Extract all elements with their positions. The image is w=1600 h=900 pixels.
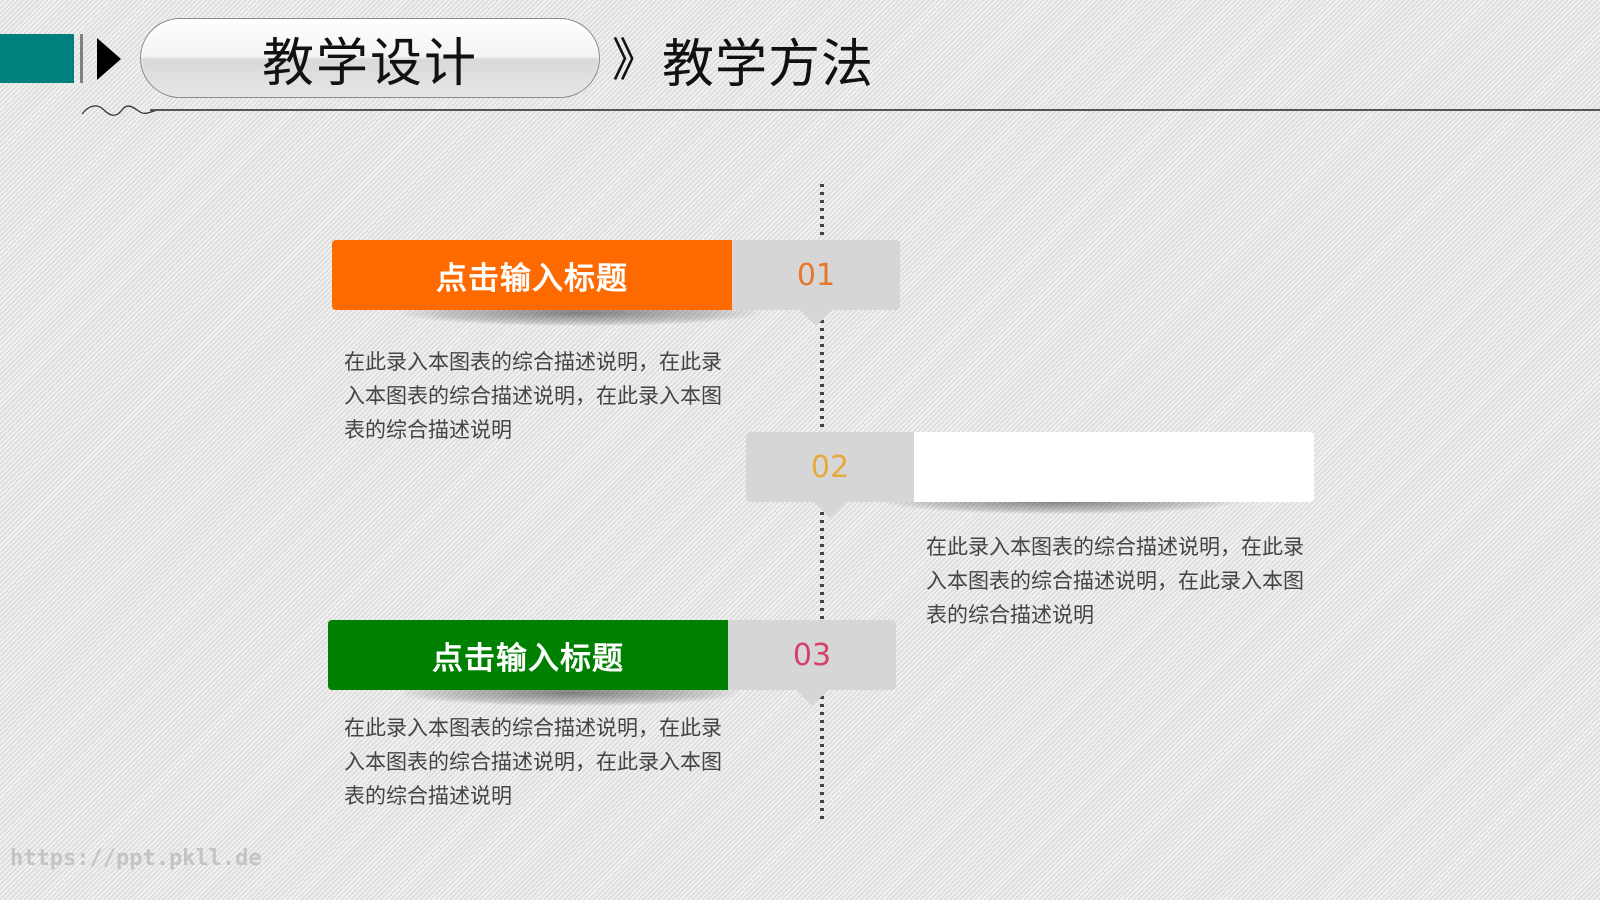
card-number-3: 03: [728, 620, 896, 706]
pointer-tip-icon: [800, 310, 832, 326]
timeline-card-1[interactable]: 点击输入标题 01: [332, 240, 900, 326]
number-label: 02: [810, 449, 850, 485]
timeline-card-2[interactable]: 02: [746, 432, 1314, 518]
breadcrumb-separator-icon: 》: [612, 33, 658, 87]
card-title-3[interactable]: 点击输入标题: [328, 620, 728, 690]
timeline-card-3[interactable]: 点击输入标题 03: [328, 620, 896, 706]
card-number-2: 02: [746, 432, 914, 518]
watermark-url: https://ppt.pkll.de: [10, 846, 262, 871]
header-rule: [150, 109, 1600, 111]
pointer-tip-icon: [796, 690, 828, 706]
squiggle-decoration-icon: [81, 105, 160, 116]
card-number-1: 01: [732, 240, 900, 326]
page-title: 教学方法: [662, 35, 875, 95]
play-arrow-icon: [97, 38, 121, 80]
section-label: 教学设计: [261, 33, 478, 94]
card-description-1: 在此录入本图表的综合描述说明，在此录入本图表的综合描述说明，在此录入本图表的综合…: [344, 350, 722, 442]
card-title-2[interactable]: [914, 432, 1314, 502]
card-description-2: 在此录入本图表的综合描述说明，在此录入本图表的综合描述说明，在此录入本图表的综合…: [926, 535, 1304, 627]
number-label: 03: [792, 637, 832, 673]
pointer-tip-icon: [814, 502, 846, 518]
card-title-1[interactable]: 点击输入标题: [332, 240, 732, 310]
card-description-3: 在此录入本图表的综合描述说明，在此录入本图表的综合描述说明，在此录入本图表的综合…: [344, 716, 722, 808]
teal-accent-block: [0, 34, 74, 83]
section-pill[interactable]: 教学设计: [140, 18, 600, 98]
accent-divider-bar: [80, 34, 83, 83]
number-label: 01: [796, 257, 836, 293]
